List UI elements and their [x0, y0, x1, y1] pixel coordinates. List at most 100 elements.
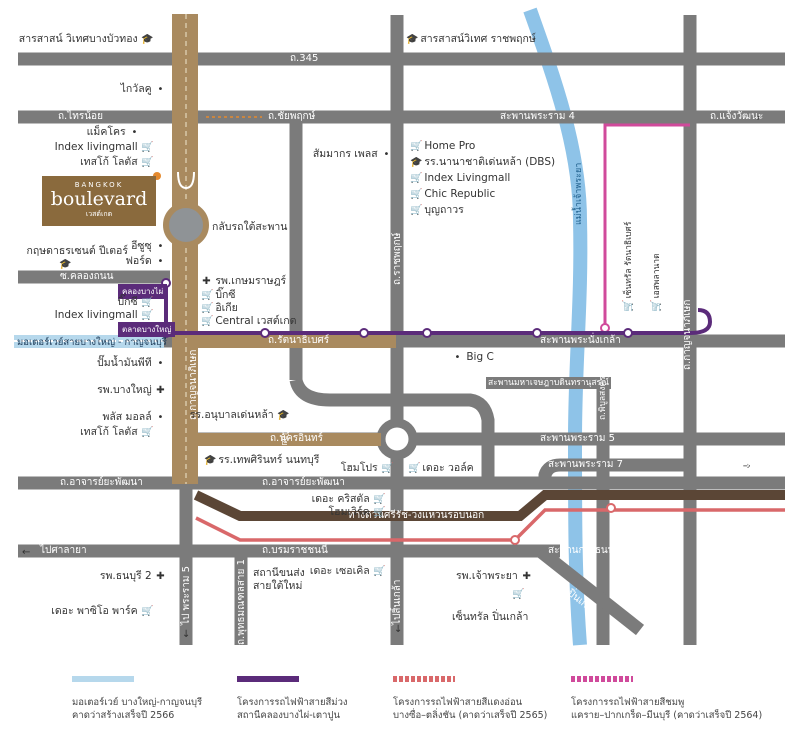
label-road-rama5: ไป พระราม 5 — [181, 565, 192, 625]
legend-pink: โครงการรถไฟฟ้าสายสีชมพู แคราย–ปากเกร็ด–ม… — [571, 676, 762, 722]
place-thewalk[interactable]: 🛒 เดอะ วอล์ค — [408, 462, 474, 474]
cart-icon: 🛒 — [623, 299, 634, 312]
school-icon: 🎓 — [141, 34, 154, 45]
place-sarasas-bkk[interactable]: สารสาสน์ วิเทศบางบัวทอง 🎓 — [18, 33, 154, 45]
place-hosp-bangyai[interactable]: รพ.บางใหญ่ ✚ — [97, 384, 165, 396]
place-sarasas-rp[interactable]: 🎓 สารสาสน์วิเทศ ราชพฤกษ์ — [406, 33, 536, 45]
legend-purple-line2: สถานีคลองบางไผ่-เตาปูน — [237, 710, 340, 721]
place-kasemrad[interactable]: ✚ รพ.เกษมราษฎร์ — [202, 275, 287, 287]
road-rama7-link — [538, 458, 690, 483]
place-bigc-1[interactable]: บิ๊กซี 🛒 — [117, 296, 154, 308]
place-index-1[interactable]: Index livingmall 🛒 — [54, 141, 154, 153]
hospital-icon: ✚ — [202, 276, 211, 287]
place-isuzu[interactable]: อีซูซุ • — [131, 240, 166, 253]
place-central-westgate[interactable]: 🛒 Central เวสต์เกต — [201, 315, 297, 327]
station-talad-bangyai[interactable]: ตลาดบางใหญ่ — [118, 322, 176, 337]
label-bridge-nonthaburi: สะพานพระนั่งเกล้า — [540, 335, 621, 346]
arrow-ngamwongwan: → — [752, 113, 760, 124]
place-homepro-2[interactable]: โฮมโปร 🛒 — [340, 462, 394, 474]
place-thepsirin[interactable]: 🎓 รร.เทพศิรินทร์ นนทบุรี — [204, 454, 320, 466]
legend-pink-line2: แคราย–ปากเกร็ด–มีนบุรี (คาดว่าเสร็จปี 25… — [571, 710, 763, 721]
project-logo[interactable]: BANGKOK boulevard เวสต์เกต — [42, 176, 156, 226]
legend-purple-line1: โครงการรถไฟฟ้าสายสีม่วง — [237, 697, 348, 708]
place-ikea[interactable]: 🛒 อิเกีย — [201, 302, 238, 314]
place-makro[interactable]: แม็คโคร • — [87, 126, 140, 139]
cart-icon: 🛒 — [410, 205, 423, 216]
logo-main: boulevard — [50, 188, 148, 210]
place-bigc-2[interactable]: 🛒 บิ๊กซี — [201, 289, 236, 301]
pin-icon: • — [454, 352, 461, 363]
place-pasio[interactable]: เดอะ พาซิโอ พาร์ค 🛒 — [51, 605, 154, 617]
place-tesco-1[interactable]: เทสโก้ โลตัส 🛒 — [80, 156, 154, 168]
place-chaophraya-hosp[interactable]: รพ.เจ้าพระยา ✚ — [456, 570, 531, 582]
place-ford[interactable]: ฟอร์ด • — [125, 255, 166, 268]
motorway-label: มอเตอร์เวย์สายบางใหญ่ - กาญจนบุรี — [17, 337, 167, 348]
school-icon: 🎓 — [277, 410, 290, 421]
place-uturn: กลับรถใต้สะพาน — [212, 221, 288, 233]
hospital-icon: ✚ — [522, 571, 531, 582]
place-central-rattana[interactable]: 🛒 เซ็นทรัล รัตนาธิเบศร์ — [623, 221, 634, 312]
school-icon: 🎓 — [406, 34, 419, 45]
cart-icon: 🛒 — [381, 463, 394, 474]
label-bridge-rama7: สะพานพระราม 7 — [548, 459, 623, 470]
school-icon: 🎓 — [410, 157, 423, 168]
place-kritsada[interactable]: กฤษดาธรเซนต์ ปีเตอร์ — [26, 245, 128, 257]
place-esplanade[interactable]: 🛒 เอสพลานาด — [651, 253, 662, 312]
place-ptt[interactable]: ปั๊มน้ำมันพีที • — [97, 357, 166, 370]
cart-icon: 🛒 — [201, 290, 214, 301]
label-road-rattanathibet: ถ.รัตนาธิเบศร์ — [268, 335, 330, 346]
label-road-345: ถ.345 — [290, 53, 319, 64]
hospital-icon: ✚ — [156, 571, 165, 582]
cart-icon: 🛒 — [408, 463, 421, 474]
place-bus-terminal[interactable]: สถานีขนส่ง สายใต้ใหม่ — [253, 567, 305, 592]
arrow-pinklao: ↓ — [394, 624, 402, 635]
pin-icon: • — [157, 358, 164, 369]
pin-icon: • — [157, 256, 164, 267]
school-icon: 🎓 — [204, 455, 217, 466]
place-thonburi2[interactable]: รพ.ธนบุรี 2 ✚ — [99, 570, 165, 582]
place-dbs[interactable]: 🎓 รร.นานาชาติเด่นหล้า (DBS) — [410, 156, 556, 168]
station-khlongbangphai[interactable]: คลองบางไผ่ — [118, 284, 168, 299]
place-bigc-3[interactable]: • Big C — [452, 351, 494, 364]
pin-icon: • — [383, 149, 390, 160]
logo-sub: เวสต์เกต — [85, 210, 113, 218]
road-kanchanaphisek-west — [172, 14, 198, 484]
road-curve — [289, 378, 495, 483]
road-pinklao-diag — [535, 545, 645, 636]
uturn-mark — [177, 171, 195, 190]
place-index-3[interactable]: 🛒 Index Livingmall — [410, 172, 511, 184]
pink-line — [603, 123, 690, 330]
pin-icon: • — [157, 241, 164, 252]
legend-swatch-motorway — [72, 676, 134, 682]
label-bridge-rama5: สะพานพระราม 5 — [540, 433, 615, 444]
legend-red-line1: โครงการรถไฟฟ้าสายสีแดงอ่อน — [393, 697, 523, 708]
place-chic[interactable]: 🛒 Chic Republic — [410, 188, 496, 200]
place-tesco-2[interactable]: เทสโก้ โลตัส 🛒 — [80, 426, 154, 438]
place-plus-mall[interactable]: พลัส มอลล์ • — [102, 411, 166, 424]
legend-motorway-line1: มอเตอร์เวย์ บางใหญ่-กาญจนบุรี — [72, 697, 203, 708]
place-bunthavorn[interactable]: 🛒 บุญถาวร — [410, 204, 464, 216]
place-homework[interactable]: โฮมเวิร์ค 🛒 — [328, 506, 386, 518]
place-crystal[interactable]: เดอะ คริสตัล 🛒 — [311, 493, 386, 505]
label-road-achan-mid: ถ.อาจารย์ยะพัฒนา — [262, 477, 345, 488]
place-anuban[interactable]: รร.อนุบาลเด่นหล้า 🎓 — [189, 409, 290, 421]
label-bridge-rama4: สะพานพระราม 4 — [500, 111, 575, 122]
label-river: แม่น้ำเจ้าพระยา — [574, 162, 584, 225]
label-road-ratchaphruek: ถ.ราชพฤกษ์ — [392, 232, 403, 285]
label-road-phibun: ถ.พิบูลสงคราม — [598, 365, 608, 420]
place-sammakorn[interactable]: สัมมากร เพลส • — [313, 148, 392, 161]
legend-swatch-purple — [237, 676, 299, 682]
place-index-2[interactable]: Index livingmall 🛒 — [54, 309, 154, 321]
place-thecircle[interactable]: เดอะ เซอเคิล 🛒 — [309, 565, 386, 577]
label-road-khlongthanon: ซ.คลองถนน — [60, 271, 114, 282]
place-homepro[interactable]: 🛒 Home Pro — [410, 140, 476, 152]
cart-icon: 🛒 — [141, 310, 154, 321]
label-road-bangkruai: ถ.บางกรวย - ไทรน้อย — [279, 365, 289, 446]
label-road-nakhonin: ถ.นครอินทร์ — [270, 433, 323, 444]
place-central-pinklao[interactable]: 🛒เซ็นทรัล ปิ่นเกล้า — [452, 589, 529, 623]
place-watkod[interactable]: ไกวัลคู • — [121, 83, 166, 96]
pin-icon: • — [157, 412, 164, 423]
legend-pink-line1: โครงการรถไฟฟ้าสายสีชมพู — [571, 697, 685, 708]
cart-icon: 🛒 — [141, 157, 154, 168]
